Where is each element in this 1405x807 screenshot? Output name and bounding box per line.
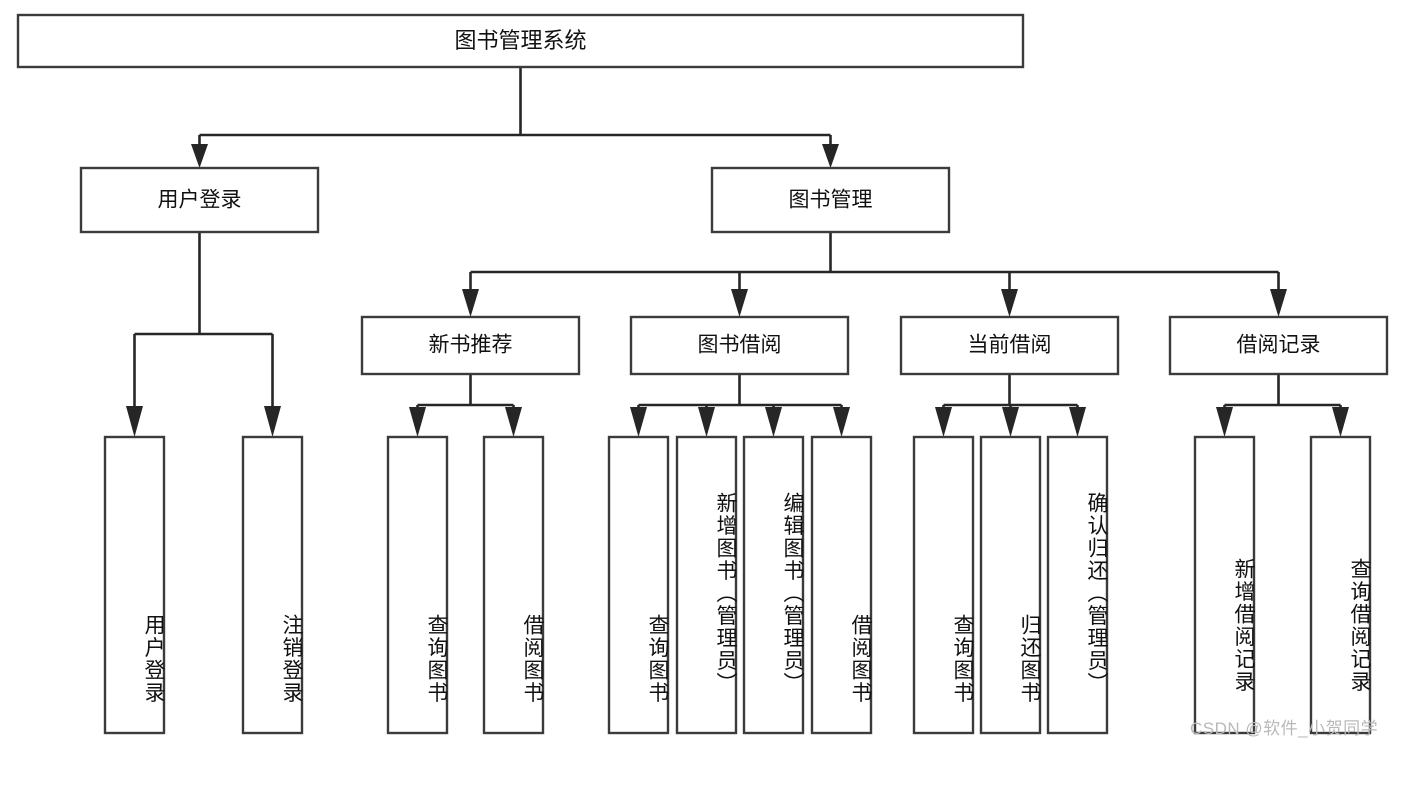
connector-group-new-books [409, 374, 522, 437]
arrow-nb-leaf-2 [505, 407, 522, 437]
node-current-borrow-box[interactable] [899, 315, 1120, 376]
arrow-bm-records [1270, 289, 1287, 317]
node-book-borrow-label: 图书借阅 [698, 334, 782, 357]
arrow-user-leaf-2 [264, 406, 281, 437]
leaf-box-add-record[interactable] [1193, 435, 1256, 735]
leaf-box-return-books[interactable] [979, 435, 1042, 735]
node-borrow-records-box[interactable] [1168, 315, 1389, 376]
leaf-box-borrow-books-1[interactable] [482, 435, 545, 735]
leaf-box-add-book-admin[interactable] [675, 435, 738, 735]
connector-group-borrow [630, 374, 850, 437]
arrow-root-to-user [191, 144, 208, 168]
node-book-manage[interactable]: 图书管理 [710, 166, 951, 234]
node-user-login-box[interactable] [79, 166, 320, 234]
arrow-bm-new-books [462, 289, 479, 317]
node-new-books-label: 新书推荐 [429, 334, 513, 357]
node-borrow-records[interactable]: 借阅记录 [1168, 315, 1389, 376]
csdn-watermark: CSDN @软件_小贺同学 [1190, 719, 1379, 738]
leaf-box-query-record[interactable] [1309, 435, 1372, 735]
node-user-login-label: 用户登录 [158, 189, 242, 212]
node-book-manage-label: 图书管理 [789, 189, 873, 212]
node-root[interactable]: 图书管理系统 [16, 13, 1025, 69]
node-book-manage-box[interactable] [710, 166, 951, 234]
leaf-box-borrow-books-2[interactable] [810, 435, 873, 735]
node-root-box[interactable] [16, 13, 1025, 69]
leaf-box-group [103, 435, 1372, 735]
connector-group-records [1216, 374, 1349, 437]
arrow-cu-leaf-3 [1069, 407, 1086, 437]
arrow-re-leaf-2 [1332, 407, 1349, 437]
leaf-box-user-login[interactable] [103, 435, 166, 735]
leaf-box-query-books-1[interactable] [386, 435, 449, 735]
leaf-box-query-books-2[interactable] [607, 435, 670, 735]
node-user-login[interactable]: 用户登录 [79, 166, 320, 234]
arrow-bo-leaf-3 [765, 407, 782, 437]
arrow-nb-leaf-1 [409, 407, 426, 437]
arrow-cu-leaf-2 [1002, 407, 1019, 437]
node-current-borrow[interactable]: 当前借阅 [899, 315, 1120, 376]
arrow-cu-leaf-1 [935, 407, 952, 437]
diagram-svg: 图书管理系统 用户登录 图书管理 新书推荐 图书借阅 当前借阅 借阅记录 [16, 13, 1389, 735]
arrow-root-to-books [822, 144, 839, 168]
leaf-box-confirm-return-admin[interactable] [1046, 435, 1109, 735]
leaf-box-query-books-3[interactable] [912, 435, 975, 735]
leaf-box-edit-book-admin[interactable] [742, 435, 805, 735]
node-current-borrow-label: 当前借阅 [968, 334, 1052, 357]
node-borrow-records-label: 借阅记录 [1237, 334, 1321, 357]
arrow-bo-leaf-1 [630, 407, 647, 437]
node-book-borrow-box[interactable] [629, 315, 850, 376]
connector-group-user-login [126, 232, 281, 437]
node-book-borrow[interactable]: 图书借阅 [629, 315, 850, 376]
diagram-canvas: 图书管理系统 用户登录 图书管理 新书推荐 图书借阅 当前借阅 借阅记录 [16, 13, 1389, 738]
connector-group-book-manage [462, 232, 1287, 317]
arrow-bm-current [1001, 289, 1018, 317]
arrow-bo-leaf-2 [698, 407, 715, 437]
connector-group-current [935, 374, 1086, 437]
connector-group-root [191, 67, 839, 168]
arrow-user-leaf-1 [126, 406, 143, 437]
node-new-books-box[interactable] [360, 315, 581, 376]
arrow-bo-leaf-4 [833, 407, 850, 437]
node-root-label: 图书管理系统 [454, 28, 586, 53]
arrow-bm-borrow [731, 289, 748, 317]
node-new-books[interactable]: 新书推荐 [360, 315, 581, 376]
leaf-box-logout[interactable] [241, 435, 304, 735]
arrow-re-leaf-1 [1216, 407, 1233, 437]
